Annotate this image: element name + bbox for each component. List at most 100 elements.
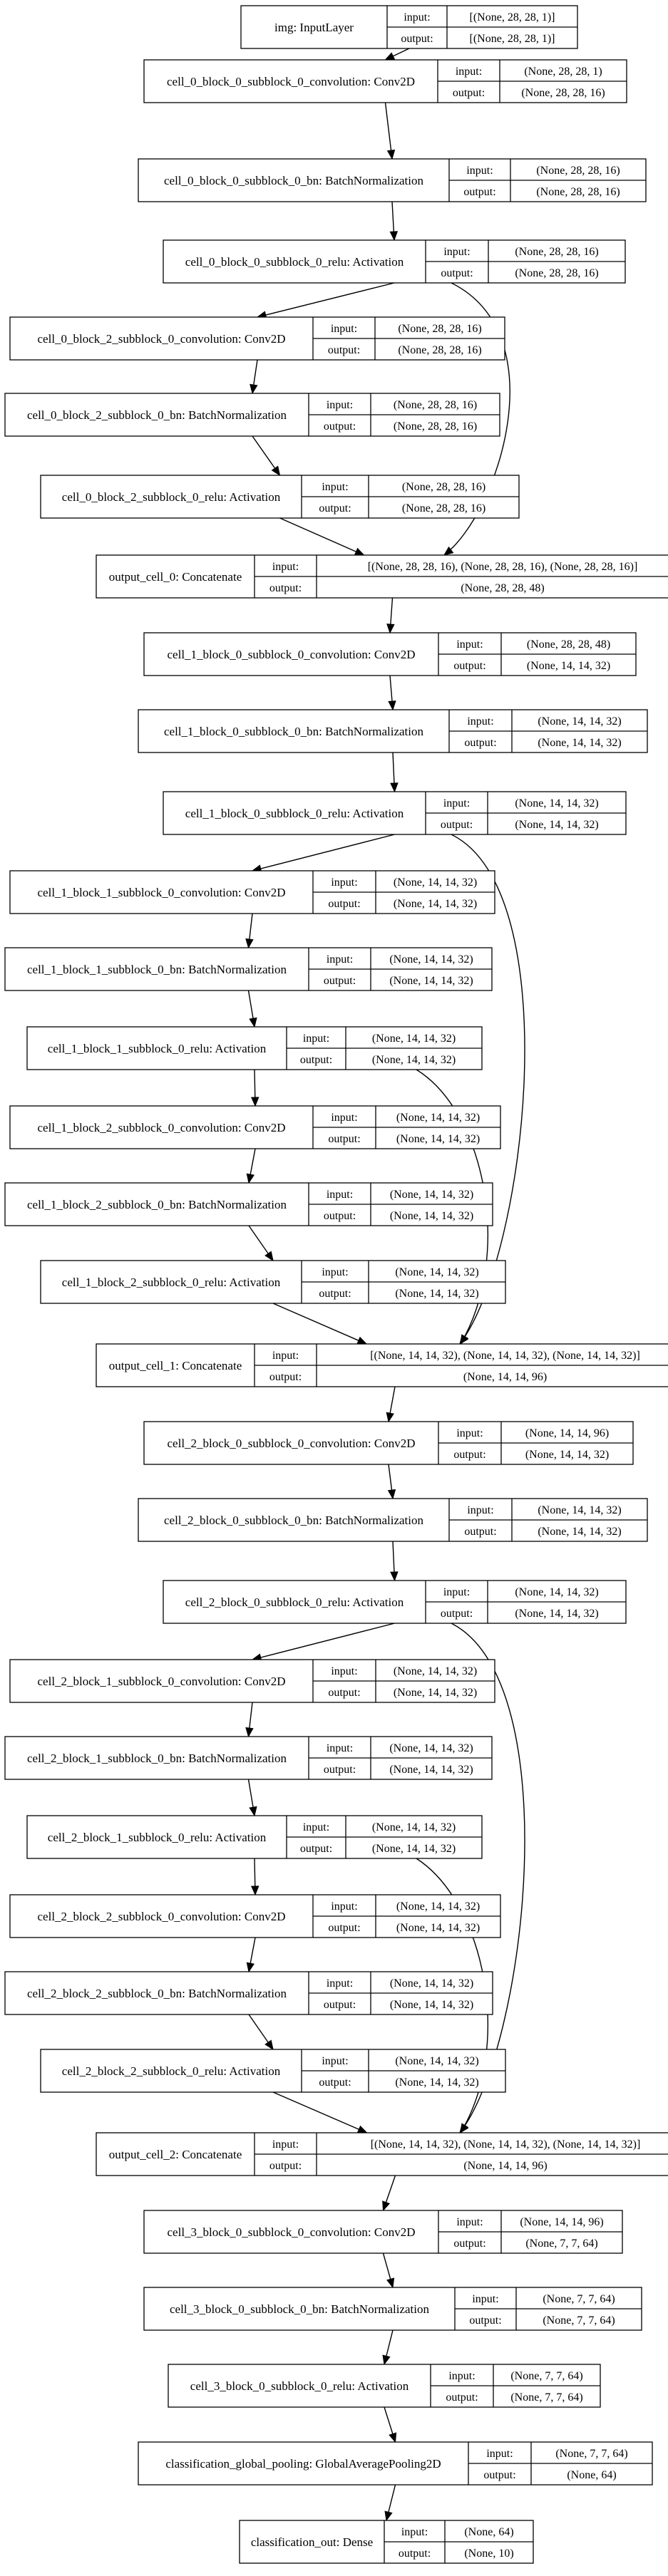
input-label: input: [448,2370,475,2382]
input-label: input: [327,1742,353,1754]
output-shape: (None, 28, 28, 16) [394,420,477,433]
input-shape: (None, 28, 28, 16) [515,246,598,258]
input-label: input: [272,561,299,573]
output-label: output: [319,502,351,514]
output-label: output: [328,898,360,910]
input-label: input: [303,1033,329,1045]
layer-name: cell_1_block_2_subblock_0_convolution: C… [38,1121,286,1134]
input-shape: (None, 14, 14, 32) [389,953,473,966]
arrowhead [389,2432,397,2443]
input-shape: (None, 14, 14, 32) [395,2055,478,2067]
layer-name: classification_global_pooling: GlobalAve… [165,2457,441,2471]
output-shape: (None, 14, 14, 96) [463,1371,547,1383]
output-label: output: [453,87,485,99]
input-label: input: [331,1112,357,1124]
layer-node: cell_0_block_2_subblock_0_convolution: C… [9,316,505,361]
layer-name: cell_3_block_0_subblock_0_bn: BatchNorma… [170,2302,430,2316]
input-label: input: [272,1350,299,1362]
input-label: input: [322,1266,348,1278]
output-shape: (None, 28, 28, 48) [461,582,544,594]
output-shape: (None, 14, 14, 32) [390,1210,473,1222]
input-label: input: [467,715,493,728]
input-shape: (None, 14, 14, 32) [394,876,477,889]
layer-name: cell_0_block_0_subblock_0_convolution: C… [167,75,415,88]
input-label: input: [327,953,353,966]
arrowhead [356,1336,368,1345]
input-label: input: [401,2526,428,2538]
output-label: output: [453,2238,485,2250]
output-shape: (None, 28, 28, 16) [521,87,605,99]
output-label: output: [446,2391,478,2404]
output-label: output: [324,1764,356,1776]
output-label: output: [319,1288,351,1300]
input-shape: (None, 7, 7, 64) [555,2448,627,2460]
input-label: input: [467,1504,493,1516]
output-shape: (None, 28, 28, 16) [402,502,485,514]
input-label: input: [443,246,470,258]
layer-node: cell_3_block_0_subblock_0_bn: BatchNorma… [143,2287,642,2331]
output-shape: (None, 7, 7, 64) [510,2391,582,2404]
output-label: output: [324,975,356,987]
layer-name: output_cell_0: Concatenate [109,570,242,584]
layer-node: cell_2_block_1_subblock_0_bn: BatchNorma… [4,1736,493,1780]
arrowhead [386,2277,395,2289]
input-shape: (None, 14, 14, 32) [389,1742,473,1754]
arrowhead [251,1097,260,1107]
layer-node: cell_1_block_1_subblock_0_convolution: C… [9,870,495,914]
arrowhead [386,1412,394,1423]
layer-name: cell_2_block_1_subblock_0_convolution: C… [38,1675,286,1688]
output-shape: (None, 14, 14, 32) [389,1764,473,1776]
layer-name: cell_1_block_0_subblock_0_relu: Activati… [185,807,404,820]
layer-node: cell_1_block_2_subblock_0_convolution: C… [9,1105,501,1149]
output-label: output: [328,1922,360,1934]
output-label: output: [453,1449,485,1461]
output-shape: (None, 28, 28, 16) [515,267,598,279]
output-shape: (None, 14, 14, 32) [515,819,598,831]
output-label: output: [269,2160,302,2172]
output-label: output: [328,1133,360,1145]
connection [252,834,395,871]
layer-name: cell_3_block_0_subblock_0_relu: Activati… [190,2379,409,2393]
skip-connection [443,282,510,556]
arrowhead [386,149,396,160]
input-shape: (None, 14, 14, 32) [395,1266,478,1278]
connection [279,517,364,556]
input-shape: (None, 7, 7, 64) [510,2370,582,2382]
input-shape: (None, 28, 28, 16) [394,399,477,411]
arrowhead [246,1173,255,1184]
output-shape: (None, 14, 14, 32) [394,1687,477,1699]
input-shape: (None, 28, 28, 16) [398,323,481,335]
layer-box [143,2210,623,2254]
input-label: input: [322,481,348,493]
input-shape: (None, 14, 14, 32) [538,715,621,728]
input-label: input: [327,1977,353,1990]
input-shape: (None, 14, 14, 32) [390,1189,473,1201]
layer-name: cell_1_block_1_subblock_0_convolution: C… [38,886,286,899]
arrowhead [382,2200,391,2212]
arrowhead [386,624,395,634]
output-label: output: [464,1526,496,1538]
input-shape: (None, 14, 14, 32) [396,1112,480,1124]
layer-node: classification_out: Denseinput:output:(N… [239,2520,534,2564]
input-label: input: [456,66,482,78]
layer-name: cell_1_block_1_subblock_0_bn: BatchNorma… [27,963,287,976]
input-label: input: [322,2055,348,2067]
output-shape: (None, 14, 14, 32) [527,660,610,672]
layer-node: cell_0_block_0_subblock_0_relu: Activati… [163,239,626,284]
layer-node: cell_0_block_0_subblock_0_convolution: C… [143,59,627,103]
input-label: input: [466,165,493,177]
output-shape: (None, 14, 14, 32) [538,1526,621,1538]
layer-box [163,239,626,284]
input-shape: (None, 28, 28, 16) [402,481,485,493]
layer-name: output_cell_1: Concatenate [109,1359,242,1372]
arrowhead [250,383,258,395]
layer-name: cell_3_block_0_subblock_0_convolution: C… [168,2225,416,2239]
layer-name: cell_2_block_1_subblock_0_relu: Activati… [48,1831,267,1844]
layer-node: cell_3_block_0_subblock_0_convolution: C… [143,2210,623,2254]
arrowhead [264,1251,274,1262]
output-label: output: [328,344,360,356]
connection [272,1303,367,1345]
layer-name: cell_1_block_2_subblock_0_bn: BatchNorma… [27,1198,287,1211]
layer-node: cell_1_block_0_subblock_0_bn: BatchNorma… [138,709,648,753]
output-label: output: [328,1687,360,1699]
